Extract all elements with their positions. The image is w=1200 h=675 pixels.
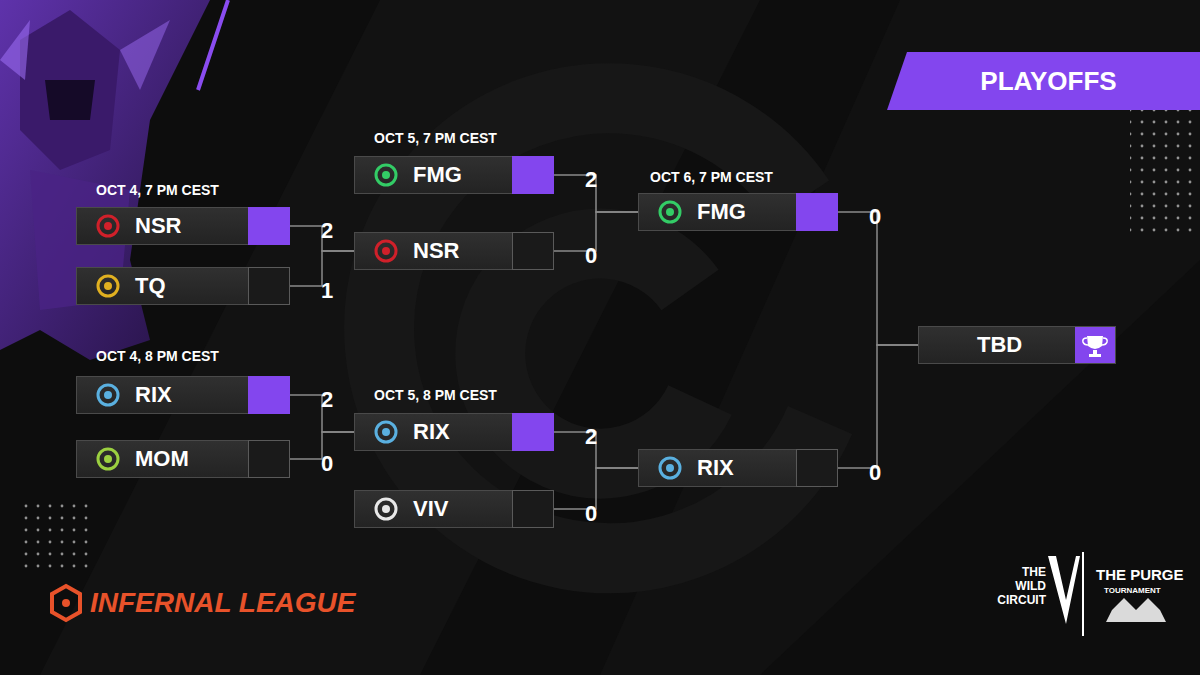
score-box: 2 [248,376,290,414]
team-name: NSR [135,213,181,239]
team-name: MOM [135,446,189,472]
score-number: 1 [321,278,333,304]
team-logo [371,494,401,524]
match-time: OCT 5, 8 PM CEST [374,387,497,404]
team-name: RIX [697,455,734,481]
accent-line [198,0,228,90]
league-name: INFERNAL LEAGUE [90,586,356,620]
score-number: 2 [585,167,597,193]
team-box: RIX 2 [76,376,290,414]
team-logo [93,211,123,241]
bracket-connector [838,345,918,468]
score-box: 0 [248,440,290,478]
score-box: 0 [512,490,554,528]
team-name: RIX [135,382,172,408]
score-box: 1 [248,267,290,305]
character-illustration [0,0,210,360]
score-box: 2 [512,156,554,194]
circuit-name: THE WILD CIRCUIT [990,566,1046,607]
team-box: FMG 2 [354,156,554,194]
score-box: 0 [512,232,554,270]
match-time: OCT 4, 8 PM CEST [96,348,219,365]
score-number: 0 [869,204,881,230]
team-logo [655,197,685,227]
score-number: 0 [585,501,597,527]
dot-grid [1130,108,1196,234]
score-number: 0 [321,451,333,477]
league-logo [52,586,80,620]
winner-box: TBD [918,326,1116,364]
purge-name: THE PURGE [1096,566,1184,584]
team-logo [93,380,123,410]
match-time: OCT 5, 7 PM CEST [374,130,497,147]
team-name: TBD [977,332,1022,358]
team-box: TQ 1 [76,267,290,305]
team-logo [371,417,401,447]
team-logo [371,236,401,266]
team-name: FMG [697,199,746,225]
score-box: 0 [796,449,838,487]
title-box: PLAYOFFS [887,52,1200,110]
logo-divider [1082,552,1084,636]
team-name: FMG [413,162,462,188]
purge-logo [1106,598,1166,622]
team-logo [655,453,685,483]
team-name: TQ [135,273,166,299]
score-box: 2 [248,207,290,245]
team-box: RIX 0 [638,449,838,487]
team-logo [93,444,123,474]
bracket-connector [838,212,918,345]
match-time: OCT 6, 7 PM CEST [650,169,773,186]
team-logo [93,271,123,301]
purge-subtitle: TOURNAMENT [1104,586,1161,596]
team-box: FMG 0 [638,193,838,231]
team-box: VIV 0 [354,490,554,528]
team-name: RIX [413,419,450,445]
score-number: 0 [585,243,597,269]
team-box: RIX 2 [354,413,554,451]
team-name: VIV [413,496,448,522]
score-number: 2 [585,424,597,450]
team-logo [371,160,401,190]
title-text: PLAYOFFS [970,66,1116,97]
score-box: 2 [512,413,554,451]
score-number: 0 [869,460,881,486]
trophy-icon [1075,327,1115,363]
team-box: NSR 0 [354,232,554,270]
circuit-logo [1048,556,1080,624]
team-name: NSR [413,238,459,264]
title-banner [887,52,1200,110]
score-number: 2 [321,387,333,413]
match-time: OCT 4, 7 PM CEST [96,182,219,199]
dot-grid [22,498,94,576]
team-box: MOM 0 [76,440,290,478]
score-number: 2 [321,218,333,244]
team-box: NSR 2 [76,207,290,245]
score-box: 0 [796,193,838,231]
